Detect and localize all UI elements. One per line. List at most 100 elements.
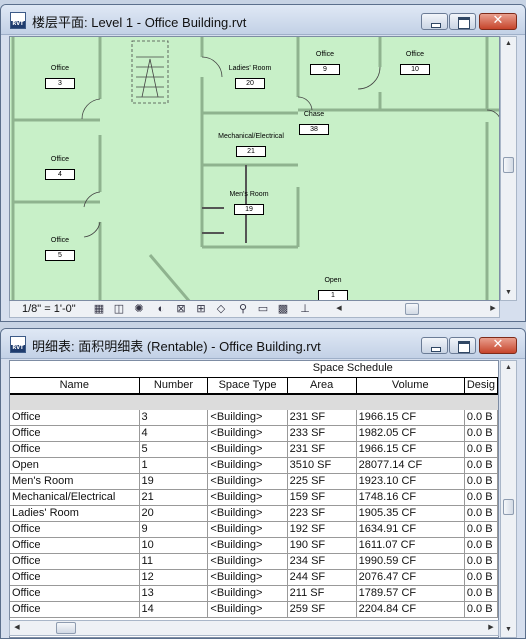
scroll-left-arrow-icon[interactable]: ◀ xyxy=(14,624,20,631)
scroll-right-arrow-icon[interactable]: ▶ xyxy=(490,305,496,312)
column-header-number[interactable]: Number xyxy=(139,377,209,395)
plan-horizontal-scrollbar[interactable]: ◀ ▶ xyxy=(333,302,499,316)
schedule-cell[interactable]: 190 SF xyxy=(287,537,357,554)
column-header-area[interactable]: Area xyxy=(287,377,357,395)
room-tag[interactable]: Office 9 xyxy=(305,51,345,76)
scroll-thumb[interactable] xyxy=(56,622,76,634)
sun-path-icon[interactable]: ✺ xyxy=(134,303,144,315)
schedule-cell[interactable]: 231 SF xyxy=(287,441,357,458)
schedule-cell[interactable]: <Building> xyxy=(207,521,288,538)
plan-vertical-scrollbar[interactable]: ▲ ▼ xyxy=(500,36,517,301)
schedule-cell[interactable]: 3510 SF xyxy=(287,457,357,474)
schedule-cell[interactable]: 11 xyxy=(139,553,209,570)
maximize-button[interactable] xyxy=(449,337,476,354)
schedule-cell[interactable]: <Building> xyxy=(207,585,288,602)
plan-title-bar[interactable]: 楼层平面: Level 1 - Office Building.rvt xyxy=(1,5,525,35)
detail-level-icon[interactable]: ▦ xyxy=(93,303,105,315)
scroll-down-arrow-icon[interactable]: ▼ xyxy=(505,626,512,633)
schedule-cell[interactable]: 1923.10 CF xyxy=(356,473,465,490)
schedule-cell[interactable]: Men's Room xyxy=(10,473,140,490)
schedule-cell[interactable]: <Building> xyxy=(207,553,288,570)
schedule-cell[interactable]: 0.0 B xyxy=(464,521,498,538)
schedule-cell[interactable]: 10 xyxy=(139,537,209,554)
crop-view-icon[interactable]: ⊠ xyxy=(176,303,186,315)
schedule-cell[interactable]: 1982.05 CF xyxy=(356,425,465,442)
show-crop-icon[interactable]: ⊞ xyxy=(196,303,206,315)
analytical-icon[interactable]: ▭ xyxy=(257,303,269,315)
schedule-cell[interactable]: <Building> xyxy=(207,409,288,426)
schedule-cell[interactable]: 20 xyxy=(139,505,209,522)
schedule-cell[interactable]: 2076.47 CF xyxy=(356,569,465,586)
scroll-down-arrow-icon[interactable]: ▼ xyxy=(505,289,512,296)
highlight-icon[interactable]: ▩ xyxy=(277,303,289,315)
schedule-horizontal-scrollbar[interactable]: ◀ ▶ xyxy=(9,620,499,636)
schedule-cell[interactable]: 0.0 B xyxy=(464,601,498,618)
scroll-up-arrow-icon[interactable]: ▲ xyxy=(505,40,512,47)
schedule-cell[interactable]: 159 SF xyxy=(287,489,357,506)
schedule-cell[interactable]: 5 xyxy=(139,441,209,458)
visual-style-icon[interactable]: ◫ xyxy=(113,303,125,315)
schedule-cell[interactable]: 0.0 B xyxy=(464,441,498,458)
schedule-cell[interactable]: <Building> xyxy=(207,425,288,442)
schedule-cell[interactable]: 3 xyxy=(139,409,209,426)
room-tag[interactable]: Men's Room 19 xyxy=(224,191,274,216)
reveal-hidden-icon[interactable]: ⚲ xyxy=(238,303,248,315)
scroll-thumb[interactable] xyxy=(405,303,419,315)
schedule-cell[interactable]: 28077.14 CF xyxy=(356,457,465,474)
schedule-cell[interactable]: 0.0 B xyxy=(464,505,498,522)
schedule-cell[interactable]: 19 xyxy=(139,473,209,490)
schedule-cell[interactable]: <Building> xyxy=(207,473,288,490)
schedule-cell[interactable]: 12 xyxy=(139,569,209,586)
room-tag[interactable]: Office 10 xyxy=(395,51,435,76)
schedule-cell[interactable]: 14 xyxy=(139,601,209,618)
schedule-cell[interactable]: Office xyxy=(10,553,140,570)
schedule-cell[interactable]: 0.0 B xyxy=(464,569,498,586)
schedule-cell[interactable]: 0.0 B xyxy=(464,489,498,506)
schedule-cell[interactable]: 0.0 B xyxy=(464,473,498,490)
schedule-cell[interactable]: 4 xyxy=(139,425,209,442)
schedule-cell[interactable]: 0.0 B xyxy=(464,553,498,570)
scroll-thumb[interactable] xyxy=(503,499,514,515)
minimize-button[interactable] xyxy=(421,13,448,30)
schedule-cell[interactable]: <Building> xyxy=(207,441,288,458)
schedule-cell[interactable]: 1789.57 CF xyxy=(356,585,465,602)
schedule-cell[interactable]: Mechanical/Electrical xyxy=(10,489,140,506)
schedule-cell[interactable]: 259 SF xyxy=(287,601,357,618)
schedule-cell[interactable]: Ladies' Room xyxy=(10,505,140,522)
shadows-icon[interactable]: ◐ xyxy=(157,303,165,315)
close-button[interactable] xyxy=(479,337,517,354)
schedule-cell[interactable]: <Building> xyxy=(207,457,288,474)
schedule-cell[interactable]: 0.0 B xyxy=(464,537,498,554)
schedule-cell[interactable]: 225 SF xyxy=(287,473,357,490)
schedule-cell[interactable]: 231 SF xyxy=(287,409,357,426)
schedule-cell[interactable]: 233 SF xyxy=(287,425,357,442)
schedule-cell[interactable]: 0.0 B xyxy=(464,457,498,474)
room-tag[interactable]: Office 3 xyxy=(40,65,80,90)
schedule-cell[interactable]: Office xyxy=(10,569,140,586)
schedule-cell[interactable]: <Building> xyxy=(207,505,288,522)
lock-3d-icon[interactable]: ⊥ xyxy=(300,303,310,315)
schedule-cell[interactable]: 1611.07 CF xyxy=(356,537,465,554)
maximize-button[interactable] xyxy=(449,13,476,30)
schedule-title-bar[interactable]: 明细表: 面积明细表 (Rentable) - Office Building.… xyxy=(1,329,525,359)
scroll-up-arrow-icon[interactable]: ▲ xyxy=(505,364,512,371)
schedule-cell[interactable]: <Building> xyxy=(207,569,288,586)
schedule-cell[interactable]: 1905.35 CF xyxy=(356,505,465,522)
schedule-cell[interactable]: 1966.15 CF xyxy=(356,441,465,458)
schedule-cell[interactable]: 1966.15 CF xyxy=(356,409,465,426)
scroll-left-arrow-icon[interactable]: ◀ xyxy=(336,305,342,312)
schedule-cell[interactable]: Office xyxy=(10,441,140,458)
schedule-cell[interactable]: Office xyxy=(10,585,140,602)
schedule-cell[interactable]: 1 xyxy=(139,457,209,474)
room-tag[interactable]: Mechanical/Electrical 21 xyxy=(209,133,293,158)
